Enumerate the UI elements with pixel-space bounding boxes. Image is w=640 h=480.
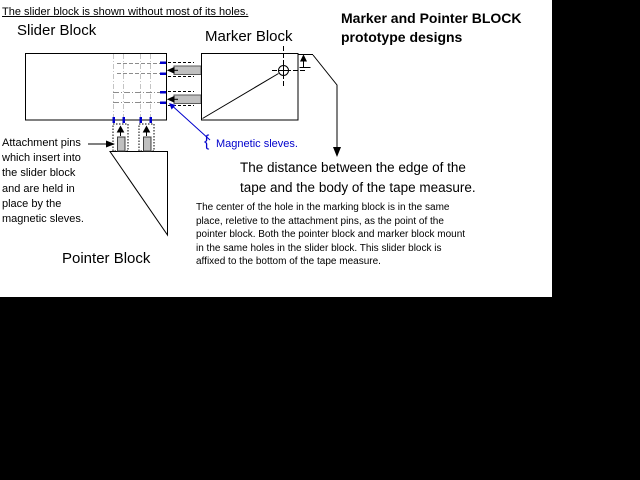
alignment-tick <box>160 91 166 94</box>
alignment-tick <box>160 72 166 75</box>
alignment-tick <box>160 61 166 64</box>
attachment-pin <box>143 136 152 152</box>
alignment-tick <box>122 117 125 123</box>
body-paragraph: The center of the hole in the marking bl… <box>196 202 466 268</box>
alignment-tick <box>139 117 142 123</box>
attachment-pins-arrow <box>88 140 115 148</box>
slider-block-outline <box>25 53 167 121</box>
top-note: The slider block is shown without most o… <box>2 6 249 18</box>
magnetic-sleeves-brace: { <box>204 133 210 150</box>
alignment-tick <box>160 101 166 104</box>
alignment-tick <box>112 117 115 123</box>
diagram-graphics <box>25 53 341 237</box>
pin-insert-arrow-icon <box>142 125 151 136</box>
distance-caption: The distance between the edge of the tap… <box>240 160 476 195</box>
magnetic-sleeve-pin <box>173 94 202 104</box>
pin-insert-arrow-icon <box>116 125 125 136</box>
sleeve-insert-arrow-icon <box>166 95 178 103</box>
attachment-pins-note: Attachment pins which insert into the sl… <box>2 137 84 226</box>
magnetic-sleeves-label: Magnetic sleves. <box>216 138 298 150</box>
sleeve-insert-arrow-icon <box>166 66 178 74</box>
slide-canvas: The slider block is shown without most o… <box>0 0 552 297</box>
magnetic-sleeves-arrow <box>169 103 211 141</box>
slider-block-label: Slider Block <box>17 22 97 39</box>
magnetic-sleeve-pin <box>173 65 202 75</box>
page-title: Marker and Pointer BLOCK prototype desig… <box>341 10 522 45</box>
attachment-pin <box>117 136 126 152</box>
marker-block-label: Marker Block <box>205 28 293 45</box>
marker-diagonal-line <box>202 73 279 119</box>
marker-block-outline <box>201 53 299 121</box>
pointer-block-label: Pointer Block <box>62 250 151 267</box>
edge-distance-dimension-arrow <box>299 54 311 68</box>
alignment-tick <box>149 117 152 123</box>
pointer-block-outline <box>109 151 168 237</box>
caption-leader-down-arrow <box>312 54 341 157</box>
